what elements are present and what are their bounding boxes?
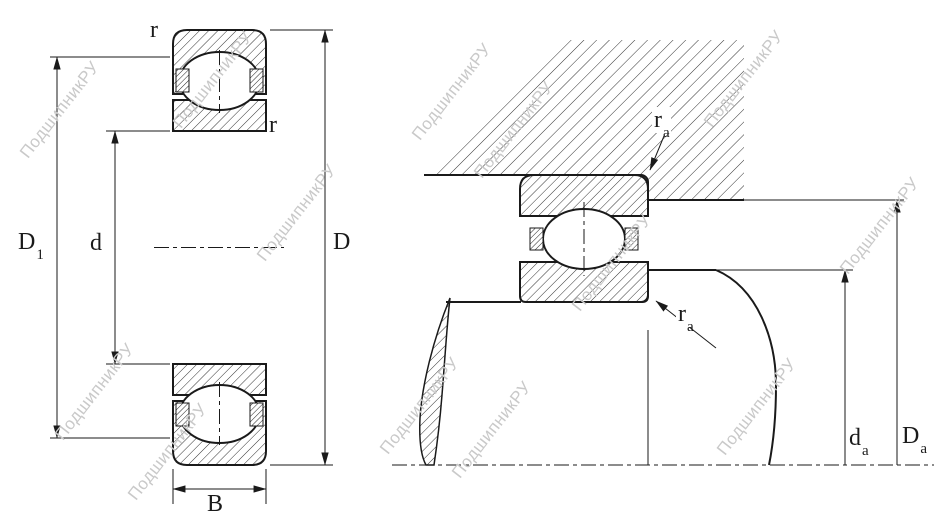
label-ra-top-sub: a [663, 124, 670, 141]
label-ra-bottom-sub: a [687, 318, 694, 335]
shaft-shoulder-fillet [640, 294, 649, 303]
left-view [50, 29, 333, 504]
label-d-text: d [90, 230, 102, 256]
label-d: d [90, 231, 102, 255]
label-da: da [849, 425, 869, 458]
shaft-break-section [419, 297, 451, 466]
housing-shoulder-fillet [640, 174, 649, 183]
label-B-text: B [207, 491, 224, 517]
mounted-cage-pocket-left [529, 227, 544, 251]
label-D: D [333, 230, 350, 254]
label-Da-base: D [902, 423, 920, 449]
label-r-inner-text: r [269, 112, 277, 138]
label-B: B [207, 492, 223, 516]
mounted-cage-pocket-right [624, 227, 639, 251]
label-Da-sub: a [920, 440, 928, 457]
right-view [392, 40, 934, 466]
label-ra-top-base: r [654, 107, 662, 133]
housing-section-hatch [428, 40, 744, 200]
label-ra-bottom-text: ra [676, 301, 695, 334]
label-da-sub: a [862, 442, 869, 459]
cage-pocket-top-left [175, 68, 190, 93]
label-ra-bottom: ra [676, 301, 695, 334]
cage-pocket-top-right [249, 68, 264, 93]
label-da-base: d [849, 425, 861, 451]
label-Da: Da [902, 423, 927, 456]
label-D1: D1 [18, 229, 44, 262]
label-ra-top: ra [652, 107, 671, 140]
cage-pocket-bottom-left [175, 402, 190, 427]
label-r-top: r [150, 18, 158, 42]
label-r-inner: r [269, 113, 277, 137]
shaft-contour-curve [715, 269, 778, 466]
label-D1-base: D [18, 229, 36, 255]
mounted-outer-ring-section [519, 174, 649, 217]
label-r-top-text: r [150, 17, 158, 43]
label-ra-top-text: ra [652, 107, 671, 140]
label-ra-bottom-base: r [678, 301, 686, 327]
label-D1-sub: 1 [36, 246, 44, 263]
label-D-text: D [333, 229, 351, 255]
cage-pocket-bottom-right [249, 402, 264, 427]
leader-ra-top [649, 135, 665, 171]
